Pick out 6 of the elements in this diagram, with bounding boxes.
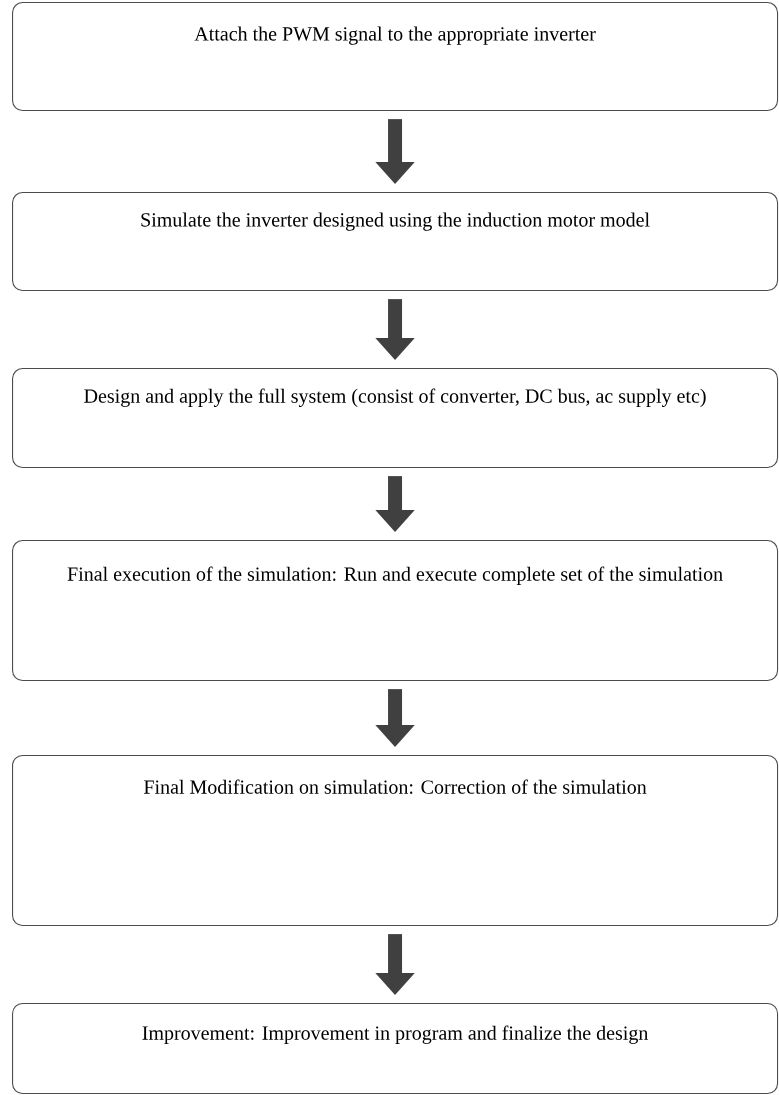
process-box: Final execution of the simulation: Run and execute complete set of the simulation [12,540,779,682]
process-box: Attach the PWM signal to the appropriate inverter [12,2,779,112]
process-box: Improvement: Improvement in program and finalize the design [12,1003,779,1095]
process-box: Simulate the inverter designed using the induction motor model [12,192,779,292]
process-box: Design and apply the full system (consist of converter, DC bus, ac supply etc) [12,368,779,469]
process-box: Final Modification on simulation: Correction of the simulation [12,755,779,927]
